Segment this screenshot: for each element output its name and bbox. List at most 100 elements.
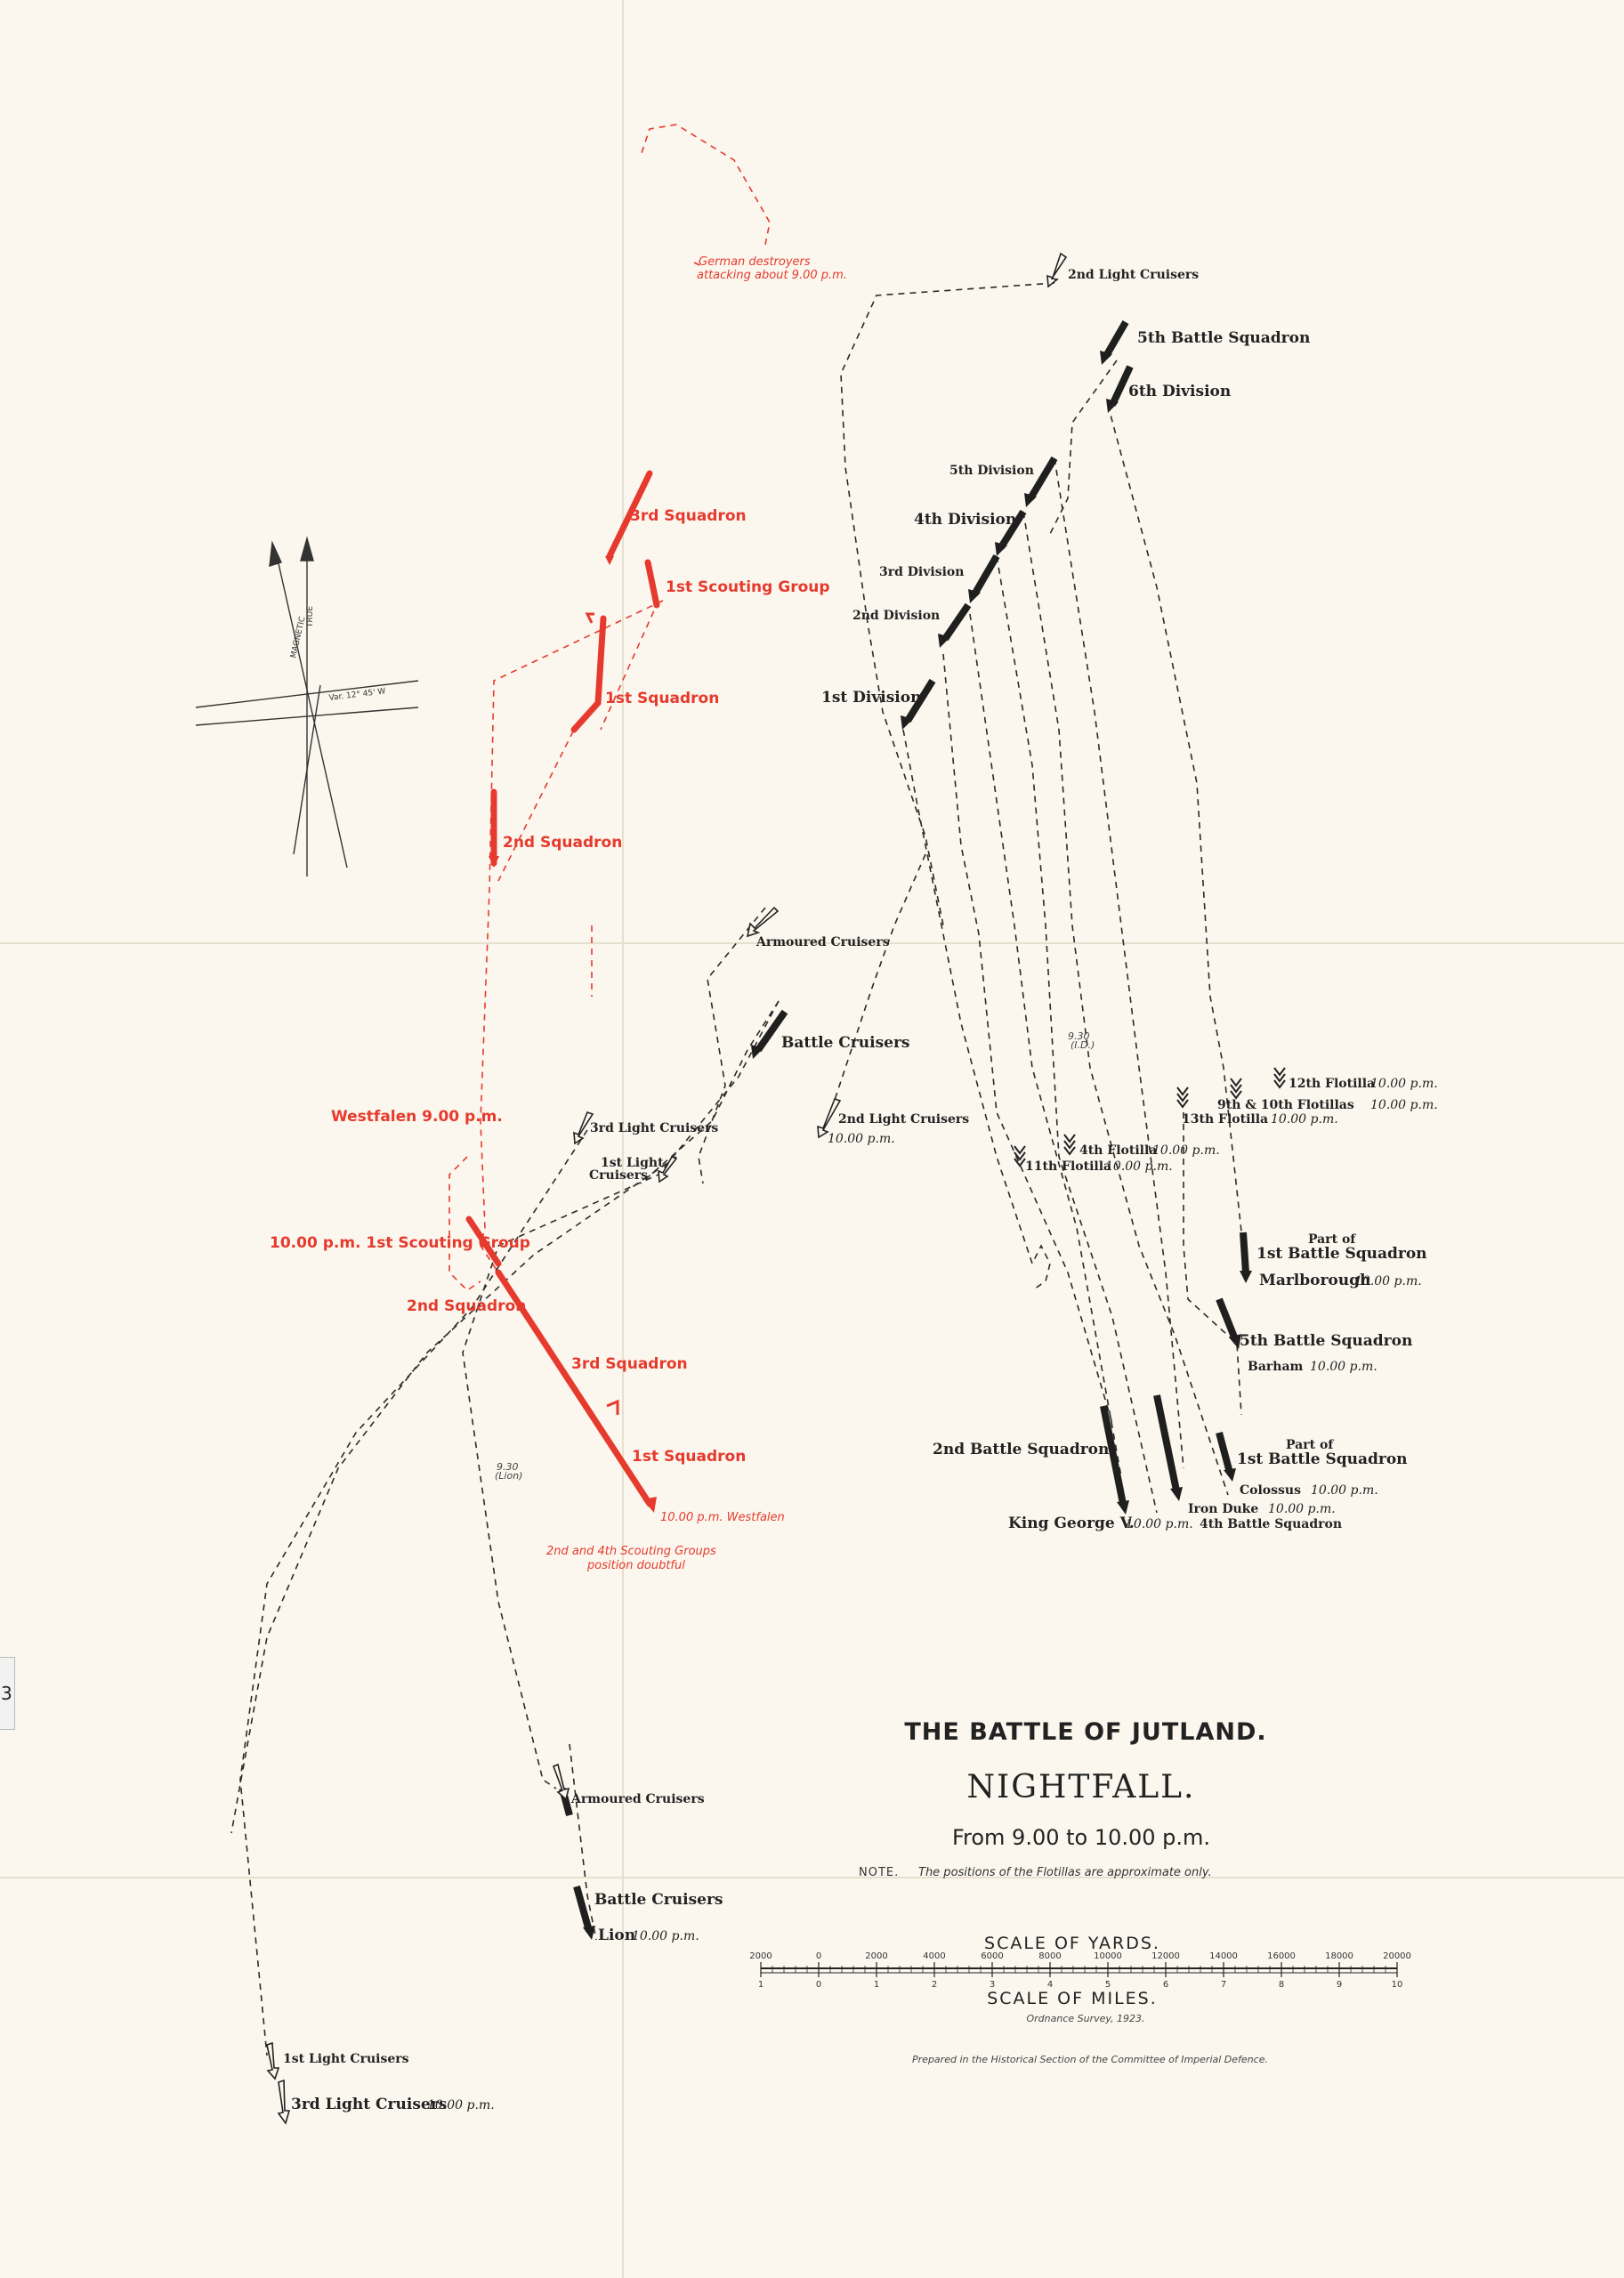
label-b-12th-flotilla-time: 10.00 p.m. <box>1370 1077 1438 1091</box>
label-b-2nd-light-cruisers-s: 2nd Light Cruisers <box>838 1112 969 1127</box>
label-b-1st-light-cruisers-s: 1st Light Cruisers <box>283 2052 409 2066</box>
g-1st-scouting-n-line <box>644 559 660 609</box>
german-squadrons <box>465 470 660 1513</box>
label-b-barham-time: 10.00 p.m. <box>1310 1360 1378 1374</box>
label-b-armoured-cruisers-n: Armoured Cruisers <box>755 935 890 949</box>
label-b-4th-battle-squadron: 4th Battle Squadron <box>1200 1517 1342 1531</box>
note-text: The positions of the Flotillas are appro… <box>918 1866 1212 1879</box>
b-iron-duke-line <box>1153 1394 1180 1491</box>
label-b-iron-duke: Iron Duke <box>1188 1502 1258 1516</box>
scale-yards-tick-label: 10000 <box>1094 1951 1122 1961</box>
label-time-930-id: 9.30 <box>1068 1030 1090 1042</box>
edge-tab-label: 3 <box>1 1683 12 1704</box>
label-b-battle-cruisers-n: Battle Cruisers <box>781 1034 910 1052</box>
scale-yards-tick-label: 16000 <box>1267 1951 1296 1961</box>
label-b-12th-flotilla: 12th Flotilla <box>1289 1077 1375 1091</box>
german-labels: German destroyers attacking about 9.00 p… <box>270 255 847 1572</box>
b-battle-cruisers-s-line <box>573 1885 593 1933</box>
label-b-4th-flotilla: 4th Flotilla <box>1079 1143 1157 1158</box>
label-b-11th-flotilla-time: 10.00 p.m. <box>1105 1159 1173 1174</box>
g-1st-squadron-n-line <box>570 615 607 733</box>
b-2nd-division-line <box>941 602 972 642</box>
note-label: NOTE. <box>859 1866 899 1879</box>
scale-yards-tick-label: 2000 <box>865 1951 887 1961</box>
label-german-destroyers: German destroyers <box>699 255 811 269</box>
label-g-3rd-squadron-n: 3rd Squadron <box>630 507 747 525</box>
label-b-3rd-light-cruisers-s: 3rd Light Cruisers <box>291 2096 447 2113</box>
label-b-2nd-light-cruisers-n: 2nd Light Cruisers <box>1068 268 1199 282</box>
label-german-destroyers-time: attacking about 9.00 p.m. <box>697 269 847 282</box>
label-b-2nd-light-cruisers-s-time: 10.00 p.m. <box>828 1132 895 1146</box>
scale-yards-tick-label: 20000 <box>1383 1951 1411 1961</box>
b-4th-division-line <box>998 509 1027 550</box>
label-b-6th-division: 6th Division <box>1128 383 1231 400</box>
credit-line: Prepared in the Historical Section of th… <box>912 2054 1268 2065</box>
label-g-3rd-squadron-s: 3rd Squadron <box>571 1355 688 1373</box>
edge-tab: 3 <box>0 1657 15 1730</box>
label-b-5th-battle-squadron-s: 5th Battle Squadron <box>1240 1332 1412 1350</box>
label-g-1st-squadron-n: 1st Squadron <box>605 690 719 707</box>
label-b-2nd-battle-squadron: 2nd Battle Squadron <box>933 1441 1109 1458</box>
label-scouting-doubtful-1: 2nd and 4th Scouting Groups <box>546 1545 716 1558</box>
label-westfalen-1000: 10.00 p.m. Westfalen <box>660 1511 785 1524</box>
label-b-1st-light-cruisers-n2: Cruisers <box>589 1168 648 1183</box>
b-colossus-line <box>1216 1431 1233 1474</box>
label-b-9-10-flotillas: 9th & 10th Flotillas <box>1217 1098 1354 1112</box>
scale-miles-tick-label: 7 <box>1221 1980 1226 1990</box>
label-time-930-lion-sub: (Lion) <box>495 1470 522 1482</box>
label-b-marlborough: Marlborough <box>1259 1272 1370 1289</box>
compass <box>195 536 419 876</box>
german-tracks <box>448 124 771 1292</box>
scale-miles-tick-label: 6 <box>1163 1980 1168 1990</box>
label-b-3rd-division: 3rd Division <box>879 565 964 579</box>
scale-yards-tick-label: 2000 <box>749 1951 772 1961</box>
compass-variation-label: Var. 12° 45' W <box>328 687 386 703</box>
label-b-3rd-light-cruisers-n: 3rd Light Cruisers <box>590 1121 718 1135</box>
label-b-iron-duke-time: 10.00 p.m. <box>1268 1502 1336 1516</box>
scale-yards-tick-label: 14000 <box>1209 1951 1238 1961</box>
label-b-3rd-light-cruisers-s-time: 10.00 p.m. <box>427 2098 495 2112</box>
label-b-lion-time: 10.00 p.m. <box>632 1929 699 1943</box>
b-battle-cruisers-n-line <box>755 1009 788 1053</box>
label-b-king-george: King George V. <box>1008 1515 1135 1532</box>
g-1st-scouting-s-line <box>465 1216 502 1267</box>
label-b-4th-division: 4th Division <box>914 511 1016 529</box>
scale-yards-tick-label: 18000 <box>1325 1951 1353 1961</box>
flotilla-markers <box>1014 1067 1286 1167</box>
label-scouting-doubtful-2: position doubtful <box>586 1559 685 1572</box>
label-b-13th-flotilla-time: 10.00 p.m. <box>1271 1112 1338 1127</box>
label-westfalen-900: Westfalen 9.00 p.m. <box>331 1108 503 1126</box>
scale-yards-tick-label: 8000 <box>1038 1951 1061 1961</box>
label-b-battle-cruisers-s: Battle Cruisers <box>594 1891 723 1909</box>
label-g-1st-scouting-n: 1st Scouting Group <box>666 578 830 596</box>
b-marlborough-line <box>1240 1232 1249 1273</box>
label-b-5th-division: 5th Division <box>949 464 1034 478</box>
label-b-marlborough-time: 10.00 p.m. <box>1354 1274 1422 1288</box>
scale-miles-tick-label: 2 <box>932 1980 937 1990</box>
british-tracks <box>230 282 1247 2056</box>
scale-miles-tick-label: 1 <box>758 1980 764 1990</box>
b-6th-division-line <box>1109 365 1134 407</box>
label-b-1st-light-cruisers-n1: 1st Light <box>601 1156 664 1170</box>
title-block: THE BATTLE OF JUTLAND. NIGHTFALL. From 9… <box>859 1718 1266 1879</box>
b-barham-line <box>1216 1297 1239 1341</box>
label-b-armoured-cruisers-s: Armoured Cruisers <box>570 1792 705 1806</box>
scale-miles-tick-label: 8 <box>1279 1980 1284 1990</box>
b-3rd-division-line <box>971 553 1000 597</box>
scale-yards-tick-label: 4000 <box>923 1951 945 1961</box>
label-b-9-10-flotillas-time: 10.00 p.m. <box>1370 1098 1438 1112</box>
scale-miles-tick-label: 3 <box>990 1980 995 1990</box>
scale-miles-tick-label: 4 <box>1047 1980 1053 1990</box>
british-labels: 2nd Light Cruisers 5th Battle Squadron 6… <box>283 268 1438 2113</box>
map-time-range: From 9.00 to 10.00 p.m. <box>952 1825 1210 1850</box>
label-g-1st-squadron-s: 1st Squadron <box>632 1448 746 1466</box>
label-g-1st-scouting-s: 10.00 p.m. 1st Scouting Group <box>270 1234 530 1252</box>
label-b-lion: Lion <box>598 1927 635 1944</box>
label-g-2nd-squadron-n: 2nd Squadron <box>503 834 622 852</box>
label-b-5th-battle-squadron-n: 5th Battle Squadron <box>1137 329 1310 347</box>
label-b-2nd-division: 2nd Division <box>852 609 940 623</box>
b-5th-division-line <box>1027 456 1058 501</box>
b-1st-division-line <box>904 678 936 723</box>
